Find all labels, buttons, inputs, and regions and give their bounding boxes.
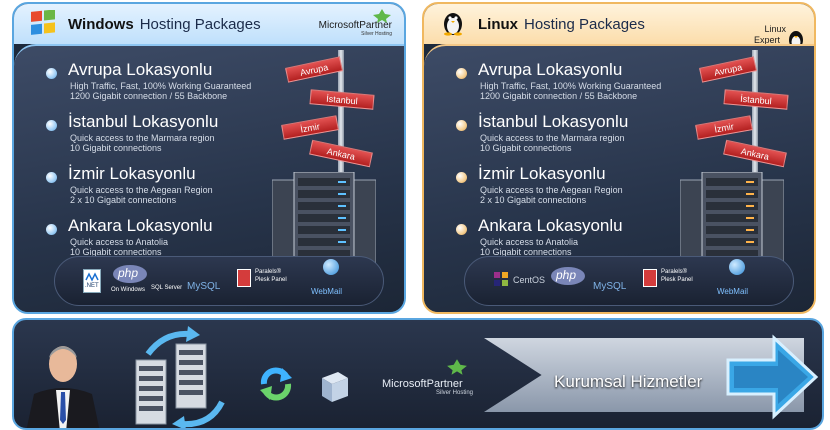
sign-izmir: İzmir — [281, 115, 339, 140]
centos-label: CentOS — [513, 275, 546, 285]
arrow-right-icon[interactable] — [724, 334, 820, 420]
bullet-icon — [456, 68, 467, 79]
centos-logo-icon — [494, 272, 508, 286]
linux-expert-badge: Linux Expert — [753, 24, 803, 49]
bullet-icon — [46, 68, 57, 79]
corporate-services-banner[interactable]: MicrosoftPartner Silver Hosting Kurumsal… — [12, 318, 824, 430]
php-label: php — [118, 266, 139, 280]
mysql-label: MySQL — [187, 281, 221, 292]
location-desc: High Traffic, Fast, 100% Working Guarant… — [480, 81, 662, 91]
partner-word: Partner — [426, 378, 463, 390]
webmail-label: WebMail — [717, 287, 748, 296]
location-desc: 10 Gigabit connections — [70, 247, 162, 257]
location-name: Avrupa Lokasyonlu — [68, 60, 213, 79]
location-desc: High Traffic, Fast, 100% Working Guarant… — [70, 81, 252, 91]
windows-panel-header: Windows Hosting Packages — [14, 4, 404, 44]
location-desc: 1200 Gigabit connection / 55 Backbone — [480, 91, 638, 101]
parallels-label: Paralels® — [661, 269, 688, 275]
linux-title-bold: Linux — [478, 15, 518, 33]
bullet-icon — [456, 224, 467, 235]
linux-hosting-panel[interactable]: Linux Hosting Packages Linux Expert Avru… — [422, 2, 816, 314]
windows-title-rest: Hosting Packages — [139, 15, 261, 33]
plesk-label: Plesk Panel — [661, 277, 693, 283]
sign-avrupa: Avrupa — [285, 56, 343, 83]
sql-server-label: SQL Server — [151, 285, 183, 291]
corporate-title[interactable]: Kurumsal Hizmetler — [554, 372, 703, 391]
partner-sub: Silver Hosting — [436, 390, 474, 396]
location-desc: Quick access to Anatolia — [70, 237, 169, 247]
location-desc: 2 x 10 Gigabit connections — [70, 195, 177, 205]
expert-line2: Expert — [753, 35, 780, 45]
php-label: php — [556, 268, 577, 282]
businessman-icon — [26, 346, 100, 428]
linux-panel-header: Linux Hosting Packages — [424, 4, 814, 44]
location-name: Avrupa Lokasyonlu — [478, 60, 623, 79]
location-name: Ankara Lokasyonlu — [478, 216, 623, 235]
partner-brand: Microsoft — [382, 378, 427, 390]
windows-logo-icon — [31, 10, 55, 35]
webmail-icon — [729, 259, 745, 275]
tux-penguin-icon — [444, 13, 462, 36]
location-desc: 1200 Gigabit connection / 55 Backbone — [70, 91, 228, 101]
location-desc: 10 Gigabit connections — [70, 143, 162, 153]
bullet-icon — [46, 120, 57, 131]
location-desc: 2 x 10 Gigabit connections — [480, 195, 587, 205]
webmail-icon — [323, 259, 339, 275]
windows-title-bold: Windows — [68, 15, 134, 33]
expert-line1: Linux — [764, 24, 786, 34]
partner-star-icon — [447, 359, 467, 375]
partner-word: Partner — [359, 20, 392, 31]
location-desc: Quick access to the Aegean Region — [70, 185, 213, 195]
microsoft-partner-logo: MicrosoftPartner Silver Hosting — [382, 359, 474, 396]
partner-brand: Microsoft — [318, 20, 360, 31]
linux-tech-bar: CentOS php MySQL Paralels® Plesk Panel W… — [464, 256, 794, 306]
bullet-icon — [46, 224, 57, 235]
partner-sub: Silver Hosting — [361, 31, 392, 37]
linux-title-rest: Hosting Packages — [524, 15, 645, 33]
php-sub-label: On Windows — [111, 287, 146, 293]
location-desc: 10 Gigabit connections — [480, 247, 572, 257]
location-desc: Quick access to the Marmara region — [480, 133, 625, 143]
signpost-pole — [752, 50, 758, 190]
sign-izmir: İzmir — [695, 115, 753, 140]
webmail-label: WebMail — [311, 287, 342, 296]
linux-panel-body: Avrupa Lokasyonlu High Traffic, Fast, 10… — [424, 44, 814, 312]
location-desc: Quick access to the Marmara region — [70, 133, 215, 143]
location-desc: 10 Gigabit connections — [480, 143, 572, 153]
windows-tech-bar: .NET php On Windows SQL Server MySQL Par… — [54, 256, 384, 306]
dotnet-label: .NET — [85, 283, 99, 289]
sync-arrows-icon — [260, 367, 292, 401]
parallels-icon — [643, 269, 657, 287]
plesk-label: Plesk Panel — [255, 277, 287, 283]
sign-istanbul: İstanbul — [309, 89, 375, 110]
bullet-icon — [46, 172, 57, 183]
parallels-label: Paralels® — [255, 269, 282, 275]
microsoft-partner-logo: MicrosoftPartner Silver Hosting — [318, 9, 392, 37]
server-rack-icon — [272, 172, 376, 272]
parallels-icon — [237, 269, 251, 287]
servers-cycle-icon — [135, 326, 225, 428]
windows-panel-body: Avrupa Lokasyonlu High Traffic, Fast, 10… — [14, 44, 404, 312]
signpost-pole — [338, 50, 344, 190]
php-logo-icon — [113, 265, 147, 283]
windows-hosting-panel[interactable]: Windows Hosting Packages MicrosoftPartne… — [12, 2, 406, 314]
software-box-icon — [322, 372, 348, 402]
bullet-icon — [456, 120, 467, 131]
sign-avrupa: Avrupa — [699, 56, 757, 83]
location-name: İzmir Lokasyonlu — [68, 164, 196, 183]
php-logo-icon — [551, 267, 585, 285]
location-name: İstanbul Lokasyonlu — [478, 112, 629, 131]
partner-star-icon — [373, 9, 391, 23]
location-name: İzmir Lokasyonlu — [478, 164, 606, 183]
dotnet-icon: .NET — [83, 269, 101, 293]
mysql-label: MySQL — [593, 281, 627, 292]
sign-istanbul: İstanbul — [723, 89, 789, 110]
location-desc: Quick access to the Aegean Region — [480, 185, 623, 195]
location-desc: Quick access to Anatolia — [480, 237, 579, 247]
location-name: Ankara Lokasyonlu — [68, 216, 213, 235]
location-name: İstanbul Lokasyonlu — [68, 112, 219, 131]
bullet-icon — [456, 172, 467, 183]
server-rack-icon — [680, 172, 784, 272]
